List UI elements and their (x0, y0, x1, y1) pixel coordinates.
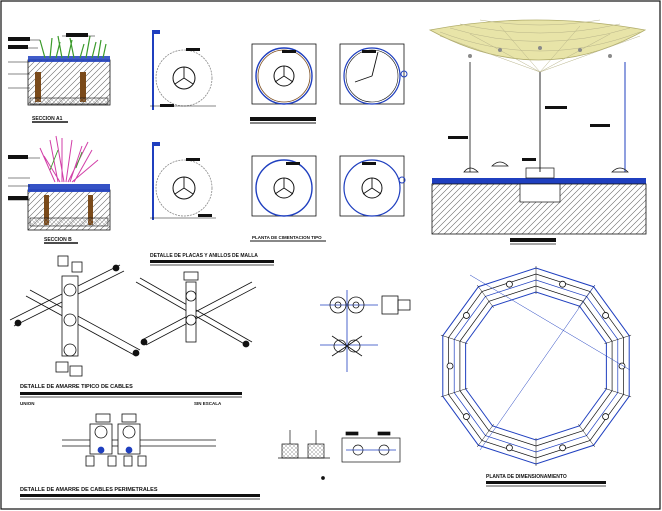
sin-escala-label: SIN ESCALA (194, 401, 222, 406)
decagon-node (602, 413, 609, 420)
detalle-amarre-perimetrales-label: DETALLE DE AMARRE DE CABLES PERIMETRALES (20, 487, 158, 493)
plant-icon (39, 135, 99, 183)
section-a-detail: SECCION A1 (8, 33, 111, 123)
anchor-details-small (278, 430, 401, 480)
foundation-plan-bottom-row: PLANTA DE CIMENTACION TIPO (150, 142, 406, 242)
seccion-a-label: SECCION A1 (32, 116, 63, 122)
union-label: UNION (20, 401, 35, 406)
decagon-node (463, 413, 470, 420)
decagon-node (559, 280, 566, 288)
decagon-node (506, 444, 513, 452)
decagon-spoke (477, 284, 494, 308)
planta-cimentacion-label: PLANTA DE CIMENTACION TIPO (252, 235, 322, 240)
decagon-spoke (440, 334, 468, 344)
seccion-b-label: SECCION B (44, 237, 72, 243)
decagon-spoke (604, 388, 632, 398)
foundation-plan-top-row (150, 30, 408, 124)
decagon-node (506, 280, 513, 288)
decagon-node (602, 312, 609, 319)
canopy-elevation (428, 19, 647, 245)
decagon-spoke (477, 424, 494, 448)
cable-tie-detail-right (135, 271, 257, 348)
decagon-node (446, 362, 454, 370)
decagon-spoke (440, 388, 468, 398)
decagon-node (559, 444, 566, 452)
decagon-dimension-plan (440, 266, 632, 466)
section-b-detail: SECCION B (8, 135, 111, 244)
decagon-node (463, 312, 470, 319)
detalle-amarre-tipico-label: DETALLE DE AMARRE TIPICO DE CABLES (20, 384, 133, 390)
cable-tie-detail-left (9, 255, 141, 377)
decagon-spoke (604, 334, 632, 344)
detalle-placas-label: DETALLE DE PLACAS Y ANILLOS DE MALLA (150, 253, 258, 259)
decagon-spoke (578, 424, 595, 448)
connector-detail-center (320, 290, 411, 372)
perimeter-clamp-detail (62, 413, 216, 467)
planta-dimensionamiento-label: PLANTA DE DIMENSIONAMIENTO (486, 474, 567, 480)
grass-icon (39, 35, 107, 59)
